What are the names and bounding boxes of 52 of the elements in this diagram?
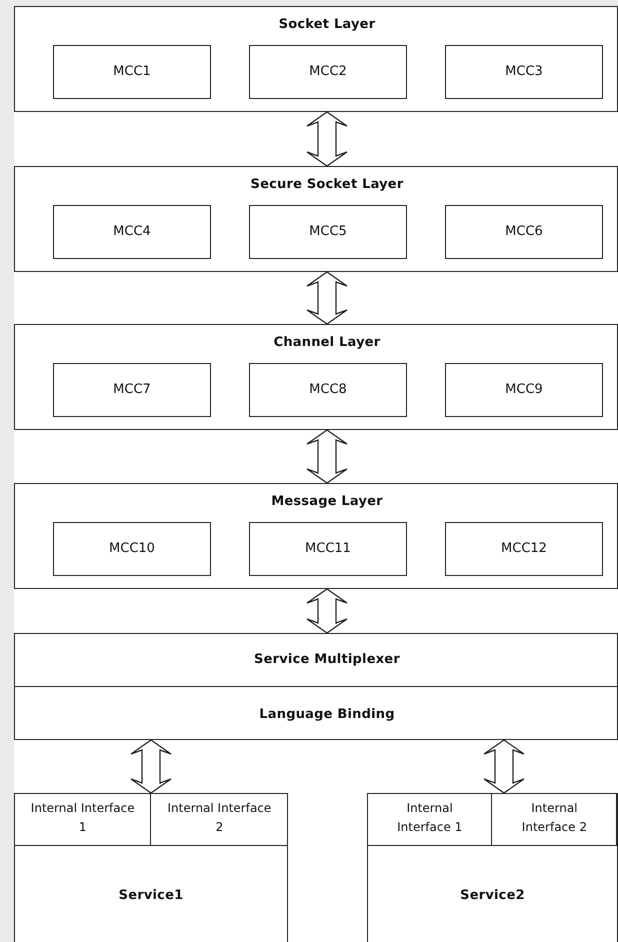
- component-label: MCC3: [504, 64, 544, 79]
- layer-title: Language Binding: [258, 707, 396, 722]
- interface-label: Internal Interface 1: [30, 800, 136, 836]
- component-label: MCC4: [112, 224, 152, 239]
- component-box: [53, 205, 211, 259]
- layer-title: Service1: [118, 888, 184, 903]
- interface-label: Internal Interface 2: [166, 800, 272, 836]
- layer-title: Message Layer: [270, 494, 384, 509]
- layer-title: Service Multiplexer: [253, 652, 401, 667]
- component-label: MCC12: [500, 541, 548, 556]
- layer-title: Channel Layer: [272, 335, 382, 350]
- component-label: MCC6: [504, 224, 544, 239]
- component-box: [53, 363, 211, 417]
- component-box: [445, 205, 603, 259]
- interface-label: Internal Interface 2: [520, 800, 588, 836]
- double-arrow: [306, 429, 348, 484]
- layer-box: [14, 166, 618, 272]
- component-label: MCC1: [112, 64, 152, 79]
- interface-box: [150, 792, 288, 846]
- double-arrow: [306, 111, 348, 167]
- interface-label: Internal Interface 1: [396, 800, 464, 836]
- component-label: MCC9: [504, 382, 544, 397]
- component-box: [445, 45, 603, 99]
- component-label: MCC5: [308, 224, 348, 239]
- service-box: [367, 793, 618, 942]
- component-label: MCC7: [112, 382, 152, 397]
- double-arrow: [130, 739, 172, 794]
- component-label: MCC8: [308, 382, 348, 397]
- layer-title: Secure Socket Layer: [250, 177, 404, 192]
- component-box: [249, 522, 407, 576]
- component-label: MCC10: [108, 541, 156, 556]
- component-box: [445, 522, 603, 576]
- layer-band: [14, 686, 618, 740]
- layer-title: Socket Layer: [278, 17, 376, 32]
- layer-band: [14, 633, 618, 687]
- double-arrow: [306, 588, 348, 634]
- layer-box: [14, 6, 618, 112]
- component-box: [53, 45, 211, 99]
- layer-title: Service2: [459, 888, 526, 903]
- layer-box: [14, 483, 618, 589]
- double-arrow: [483, 739, 525, 794]
- service-box: [14, 793, 288, 942]
- component-label: MCC2: [308, 64, 348, 79]
- layer-box: [14, 324, 618, 430]
- component-box: [53, 522, 211, 576]
- component-box: [249, 45, 407, 99]
- component-box: [249, 205, 407, 259]
- component-box: [249, 363, 407, 417]
- double-arrow: [306, 271, 348, 325]
- component-box: [445, 363, 603, 417]
- interface-box: [491, 792, 618, 846]
- component-label: MCC11: [304, 541, 352, 556]
